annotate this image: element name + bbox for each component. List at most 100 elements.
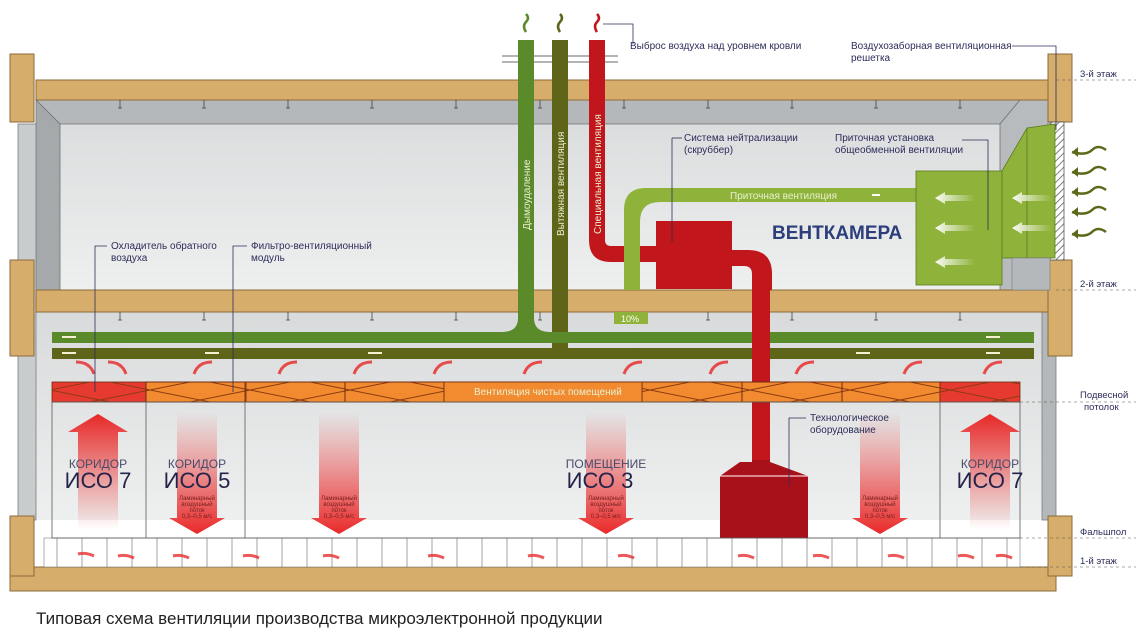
laminar-down-arrow-icon xyxy=(578,412,634,534)
leader-line xyxy=(962,139,989,230)
recirculation-arrows xyxy=(75,360,1013,560)
cooler-right-cross xyxy=(940,382,1020,402)
arrow-head-icon xyxy=(1072,187,1078,197)
white-flow-arrow-icon xyxy=(1012,192,1052,204)
exhaust-wave-icon xyxy=(556,13,564,33)
pipe-label-smoke: Дымоудаление xyxy=(522,159,533,230)
laminar-flow-text: Ламинарный xyxy=(588,495,624,502)
smoke-exhaust-wave-icon xyxy=(522,13,530,33)
zone-walls xyxy=(51,401,1021,539)
air-handling-unit xyxy=(915,45,1107,291)
exhaust-riser xyxy=(552,40,568,352)
smoke-removal-riser xyxy=(518,40,534,336)
smoke-removal-duct xyxy=(52,332,1034,343)
cleanroom-outline xyxy=(51,401,1021,539)
label-equipment-2: оборудование xyxy=(810,424,876,436)
wavy-arrow-icon xyxy=(1071,145,1107,155)
level-ceiling-1: Подвесной xyxy=(1080,390,1128,401)
exhaust-duct xyxy=(52,348,1034,359)
ffu-row: Вентиляция чистых помещений xyxy=(51,381,1021,403)
floor-flow-arrow-icon xyxy=(812,553,830,560)
zone-type: ПОМЕЩЕНИЕ xyxy=(566,457,647,471)
white-flow-arrow-icon xyxy=(935,222,975,234)
curved-flow-arrow-icon xyxy=(794,360,815,375)
leader-line xyxy=(94,245,107,392)
label-equipment-1: Технологическое xyxy=(810,413,889,424)
floor-flow-arrow-icon xyxy=(957,553,975,560)
label-ahu-2: общеобменной вентиляции xyxy=(835,144,963,156)
arrow-head-icon xyxy=(1072,147,1078,157)
wavy-arrow-icon xyxy=(1071,185,1107,195)
zone-class: ИСО 7 xyxy=(65,468,132,493)
upper-left-wall xyxy=(35,99,61,291)
arrow-head-icon xyxy=(1072,229,1078,239)
scrubber-box xyxy=(656,221,732,289)
laminar-flow-text: поток xyxy=(872,508,887,514)
laminar-flow-text: 0,3–0,5 м/с xyxy=(591,514,621,520)
curved-flow-arrow-icon xyxy=(277,360,298,375)
scrubber xyxy=(656,137,808,538)
ahu-intake-section xyxy=(1001,123,1056,259)
outdoor-air-arrows xyxy=(1071,145,1107,239)
curved-flow-arrow-icon xyxy=(352,360,373,375)
floor-flow-arrow-icon xyxy=(427,553,445,560)
ahu-base xyxy=(1011,257,1051,291)
level-floor1: 1-й этаж xyxy=(1080,556,1118,567)
curved-flow-arrow-icon xyxy=(192,360,213,375)
zone-labels: КОРИДОР ИСО 7 КОРИДОР ИСО 5 ПОМЕЩЕНИЕ ИС… xyxy=(65,457,1024,493)
laminar-flow-text: Ламинарный xyxy=(862,495,898,502)
corridor-up-arrow-icon xyxy=(960,414,1020,530)
slab-floor3 xyxy=(35,79,1057,101)
supply-duct-label: Приточная вентиляция xyxy=(730,191,837,202)
ffu-cell xyxy=(244,381,346,403)
corridor-up-arrow-icon xyxy=(68,414,128,530)
laminar-flow-text: поток xyxy=(189,508,204,514)
column-right-bottom xyxy=(1047,515,1073,577)
leader-line xyxy=(603,23,634,44)
column-right-top xyxy=(1047,53,1073,123)
laminar-flow-text: Ламинарный xyxy=(179,495,215,502)
floor-flow-arrow-icon xyxy=(737,553,755,560)
level-floor3: 3-й этаж xyxy=(1080,69,1118,80)
white-flow-arrow-icon xyxy=(935,256,975,268)
curved-flow-arrow-icon xyxy=(75,360,96,375)
laminar-down-arrow-icon xyxy=(852,412,908,534)
label-cooler-1: Охладитель обратного xyxy=(111,240,217,252)
laminar-flow-text: воздушный xyxy=(590,501,621,508)
ventchamber-label: ВЕНТКАМЕРА xyxy=(772,223,903,244)
duct-arrows xyxy=(62,336,1000,354)
level-labels: 3-й этаж 2-й этаж Подвесной потолок Фаль… xyxy=(1020,69,1136,568)
floor-flow-arrow-icon xyxy=(172,553,190,560)
cooler-left-cross xyxy=(52,382,146,402)
laminar-flow-text: Ламинарный xyxy=(321,495,357,502)
ffu-cell xyxy=(344,381,445,403)
curved-flow-arrow-icon xyxy=(622,360,643,375)
zone-class: ИСО 3 xyxy=(567,468,634,493)
laminar-flow-text: поток xyxy=(598,508,613,514)
wavy-arrow-icon xyxy=(1071,165,1107,175)
label-intake-grille-1: Воздухозаборная вентиляционная xyxy=(851,40,1012,52)
zone-type: КОРИДОР xyxy=(961,457,1019,471)
pipe-label-special: Специальная вентиляция xyxy=(593,114,604,234)
ahu-airflow-arrows xyxy=(935,192,1052,268)
label-scrubber-1: Система нейтрализации xyxy=(684,133,798,144)
label-scrubber-2: (скруббер) xyxy=(684,144,733,156)
laminar-flow-text: воздушный xyxy=(181,501,212,508)
ffu-cell xyxy=(145,381,247,403)
special-exhaust-wave-icon xyxy=(593,13,601,33)
curved-flow-arrow-icon xyxy=(432,360,453,375)
slab-floor1 xyxy=(9,566,1057,592)
horizontal-ducts: 10% xyxy=(52,312,1034,382)
special-vent-riser xyxy=(589,40,605,240)
label-ffu-2: модуль xyxy=(251,253,285,264)
ffu-cell xyxy=(741,381,843,403)
label-ffu-1: Фильтро-вентиляционный xyxy=(251,241,372,252)
technological-equipment xyxy=(720,460,808,538)
supply-duct: Приточная вентиляция xyxy=(624,188,920,290)
diagram-caption: Типовая схема вентиляции производства ми… xyxy=(36,609,603,628)
label-cooler-2: воздуха xyxy=(111,253,148,264)
leader-line xyxy=(1012,45,1057,130)
label-intake-grille-2: решетка xyxy=(851,53,891,64)
laminar-flow-arrows xyxy=(68,412,1020,534)
